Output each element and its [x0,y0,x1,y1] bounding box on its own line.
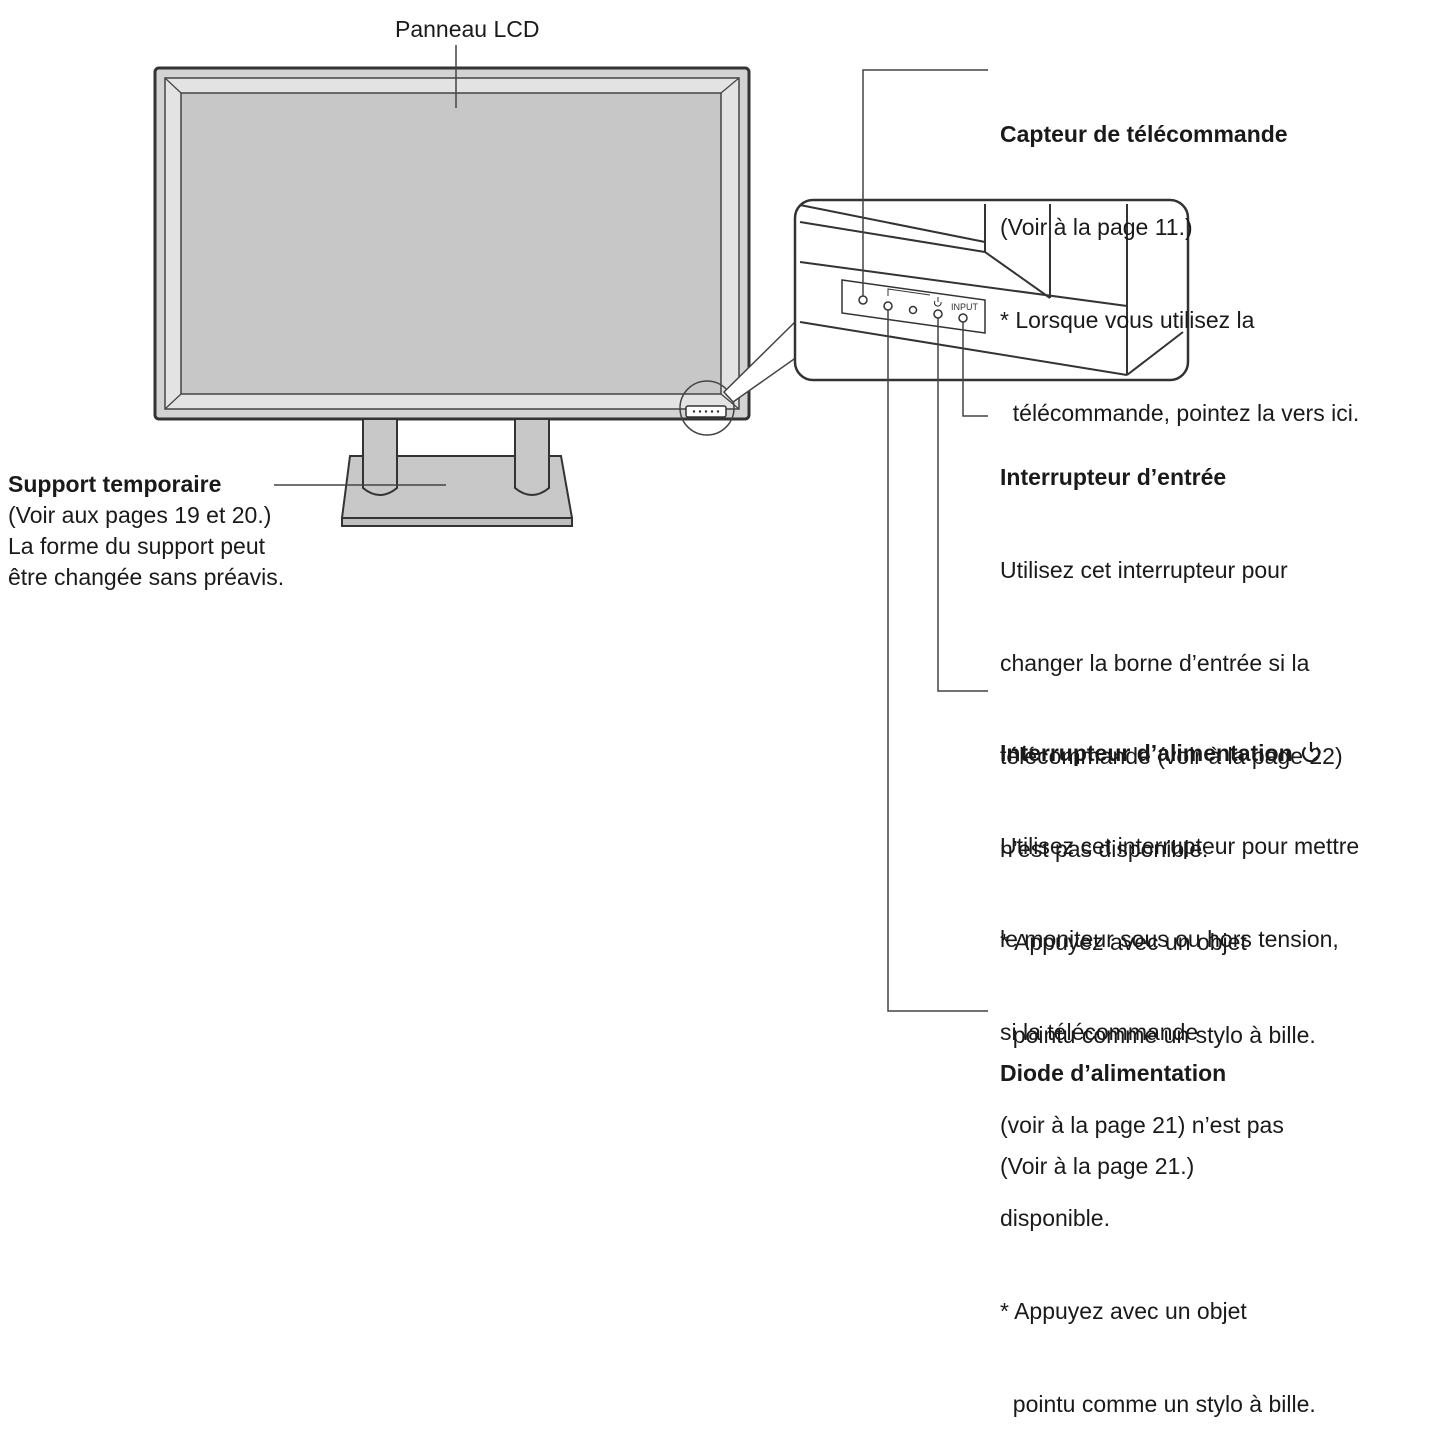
capteur-title: Capteur de télécommande [1000,121,1288,147]
entree-line: changer la borne d’entrée si la [1000,650,1310,676]
lcd-panel-label: Panneau LCD [395,16,540,42]
support-line: La forme du support peut [8,533,265,559]
inset-remote-sensor [858,295,868,305]
entree-line: n’est pas disponible. [1000,836,1209,862]
monitor-diagram: INPUT [153,45,1190,1012]
diode-line: (Voir à la page 21.) [1000,1153,1195,1179]
entree-callout: Interrupteur d’entrée Utilisez cet inter… [1000,400,1343,1082]
entree-title: Interrupteur d’entrée [1000,464,1227,490]
inset-input-button [958,313,968,323]
support-callout: Support temporaire (Voir aux pages 19 et… [8,469,284,593]
alimentation-title: Interrupteur d’alimentation [1000,740,1293,766]
capteur-line: * Lorsque vous utilisez la [1000,307,1255,333]
support-title: Support temporaire [8,471,222,497]
inset-power-led [883,301,893,311]
power-icon [1301,742,1321,763]
alimentation-title-row: Interrupteur d’alimentation [1000,738,1359,769]
diode-callout: Diode d’alimentation (Voir à la page 21.… [1000,996,1226,1213]
inset-input-label: INPUT [951,302,979,312]
entree-line: Utilisez cet interrupteur pour [1000,557,1288,583]
alimentation-line: si la télécommande [1000,1019,1199,1045]
entree-line: * Appuyez avec un objet [1000,929,1247,955]
capteur-callout: Capteur de télécommande (Voir à la page … [1000,57,1359,460]
zoom-circle [679,380,735,436]
lcd-screen [180,92,722,395]
entree-line: télécommande (voir à la page 22) [1000,743,1343,769]
leader-diode [887,310,988,1012]
alimentation-line: Utilisez cet interrupteur pour mettre [1000,833,1360,859]
capteur-line: télécommande, pointez la vers ici. [1000,400,1360,426]
leader-capteur [862,69,988,296]
support-line: être changée sans préavis. [8,564,285,590]
alimentation-line: * Appuyez avec un objet [1000,1298,1247,1324]
entree-line: pointu comme un stylo à bille. [1000,1022,1316,1048]
leader-entree [962,322,988,417]
inset-power-symbol [934,297,942,307]
diode-title: Diode d’alimentation [1000,1060,1227,1086]
alimentation-line: pointu comme un stylo à bille. [1000,1391,1316,1417]
stand-base-front [341,517,573,527]
support-line: (Voir aux pages 19 et 20.) [8,502,272,528]
alimentation-line: le moniteur sous ou hors tension, [1000,926,1339,952]
detail-inset [793,198,1190,382]
inset-power-button [933,309,943,319]
leader-alimentation [937,318,988,692]
capteur-line: (Voir à la page 11.) [1000,214,1193,240]
